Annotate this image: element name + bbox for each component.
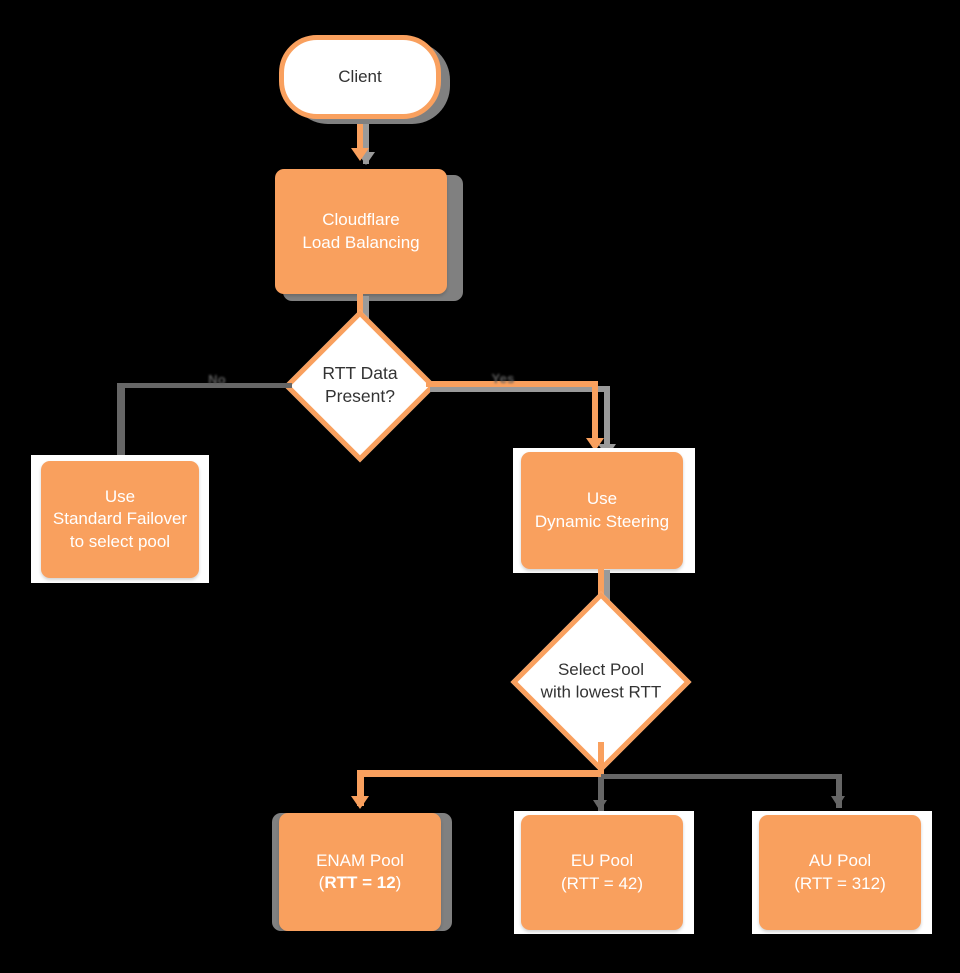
node-eu-pool[interactable]: EU Pool (RTT = 42) <box>521 815 683 930</box>
edge-client-to-lb-shadow <box>363 120 369 164</box>
enam-rtt-paren-close: ) <box>395 873 402 892</box>
edge-client-to-lb <box>357 114 363 154</box>
node-standard-failover-line3: to select pool <box>69 531 171 551</box>
node-eu-pool-rtt: (RTT = 42) <box>561 873 643 895</box>
rtt-decision-line2: Present? <box>324 387 395 407</box>
au-rtt-paren-close: ) <box>880 873 886 893</box>
edge-steering-to-select-shadow <box>604 570 610 618</box>
node-load-balancing-line2: Load Balancing <box>302 232 420 252</box>
node-dynamic-steering[interactable]: Use Dynamic Steering <box>521 452 683 569</box>
node-au-pool-rtt: (RTT = 312) <box>794 873 886 895</box>
node-standard-failover[interactable]: Use Standard Failover to select pool <box>41 461 199 578</box>
edge-label-no: No <box>208 372 226 387</box>
select-pool-label: Select Pool with lowest RTT <box>492 573 710 791</box>
node-au-pool-line1: AU Pool <box>808 851 872 871</box>
node-dynamic-steering-line1: Use <box>586 489 618 509</box>
edge-eu-arrowhead <box>593 800 607 811</box>
node-dynamic-steering-line2: Dynamic Steering <box>534 511 670 531</box>
node-enam-pool-line1: ENAM Pool <box>316 850 404 870</box>
au-rtt-value: RTT = 312 <box>799 873 881 893</box>
enam-rtt-value: RTT = 12 <box>324 873 396 892</box>
edge-eu-vertical <box>598 774 604 812</box>
node-load-balancing[interactable]: Cloudflare Load Balancing <box>275 169 447 294</box>
node-eu-pool-line1: EU Pool <box>570 851 634 871</box>
edge-select-stem <box>598 742 604 776</box>
edge-no-vertical <box>117 383 125 469</box>
node-enam-pool-rtt: (RTT = 12) <box>319 872 402 894</box>
node-au-pool[interactable]: AU Pool (RTT = 312) <box>759 815 921 930</box>
edge-au-horizontal <box>598 774 841 779</box>
node-standard-failover-line1: Use <box>104 486 136 506</box>
edge-enam-arrowhead <box>351 796 369 809</box>
node-enam-pool[interactable]: ENAM Pool (RTT = 12) <box>279 813 441 931</box>
rtt-decision-label: RTT Data Present? <box>266 292 455 481</box>
node-client[interactable]: Client <box>279 35 441 119</box>
node-rtt-decision[interactable]: RTT Data Present? <box>283 309 437 463</box>
node-standard-failover-line2: Standard Failover <box>52 509 188 529</box>
edge-au-vertical <box>836 774 842 808</box>
au-rtt-paren-open: ( <box>794 873 800 893</box>
eu-rtt-paren-open: ( <box>560 873 567 893</box>
node-select-pool[interactable]: Select Pool with lowest RTT <box>510 591 692 773</box>
edge-steering-to-select <box>598 566 604 610</box>
node-client-label: Client <box>338 66 382 86</box>
edge-au-arrowhead <box>831 796 845 807</box>
edge-no-horizontal <box>122 383 292 388</box>
enam-rtt-paren-open: ( <box>318 873 325 892</box>
node-load-balancing-line1: Cloudflare <box>322 210 400 230</box>
select-pool-line1: Select Pool <box>557 661 644 680</box>
edge-client-to-lb-arrowhead <box>351 148 369 161</box>
edge-yes-horizontal <box>426 381 598 387</box>
edge-enam-vertical <box>357 770 364 806</box>
select-pool-line2: with lowest RTT <box>540 683 662 703</box>
edge-yes-vertical <box>592 381 598 447</box>
rtt-decision-line1: RTT Data <box>322 364 398 384</box>
edge-enam-horizontal <box>357 770 601 777</box>
eu-rtt-value: RTT = 42 <box>566 873 638 893</box>
edge-yes-horizontal-shadow <box>430 386 610 392</box>
edge-yes-arrowhead <box>586 438 604 451</box>
eu-rtt-paren-close: ) <box>637 873 644 893</box>
edge-yes-vertical-shadow <box>604 386 610 456</box>
edge-label-yes: Yes <box>491 371 515 386</box>
